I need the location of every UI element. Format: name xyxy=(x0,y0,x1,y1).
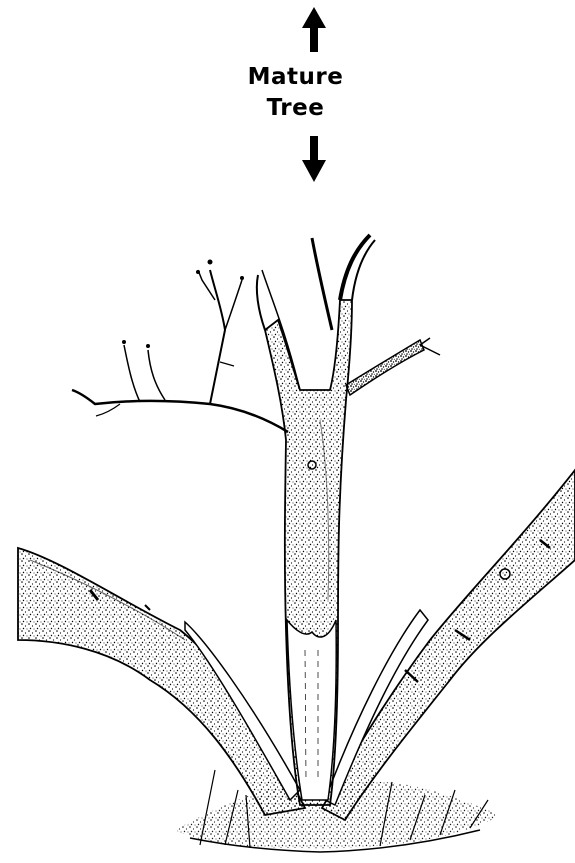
caption-mature: Mature xyxy=(8,64,575,90)
left-twig-branch xyxy=(72,260,288,433)
arrow-up-icon xyxy=(302,7,326,52)
caption-tree: Tree xyxy=(8,95,575,121)
left-limb xyxy=(18,548,305,815)
right-limb xyxy=(322,470,575,820)
arrow-down-icon xyxy=(302,136,326,182)
right-branch xyxy=(346,338,440,395)
central-leader xyxy=(265,300,352,805)
